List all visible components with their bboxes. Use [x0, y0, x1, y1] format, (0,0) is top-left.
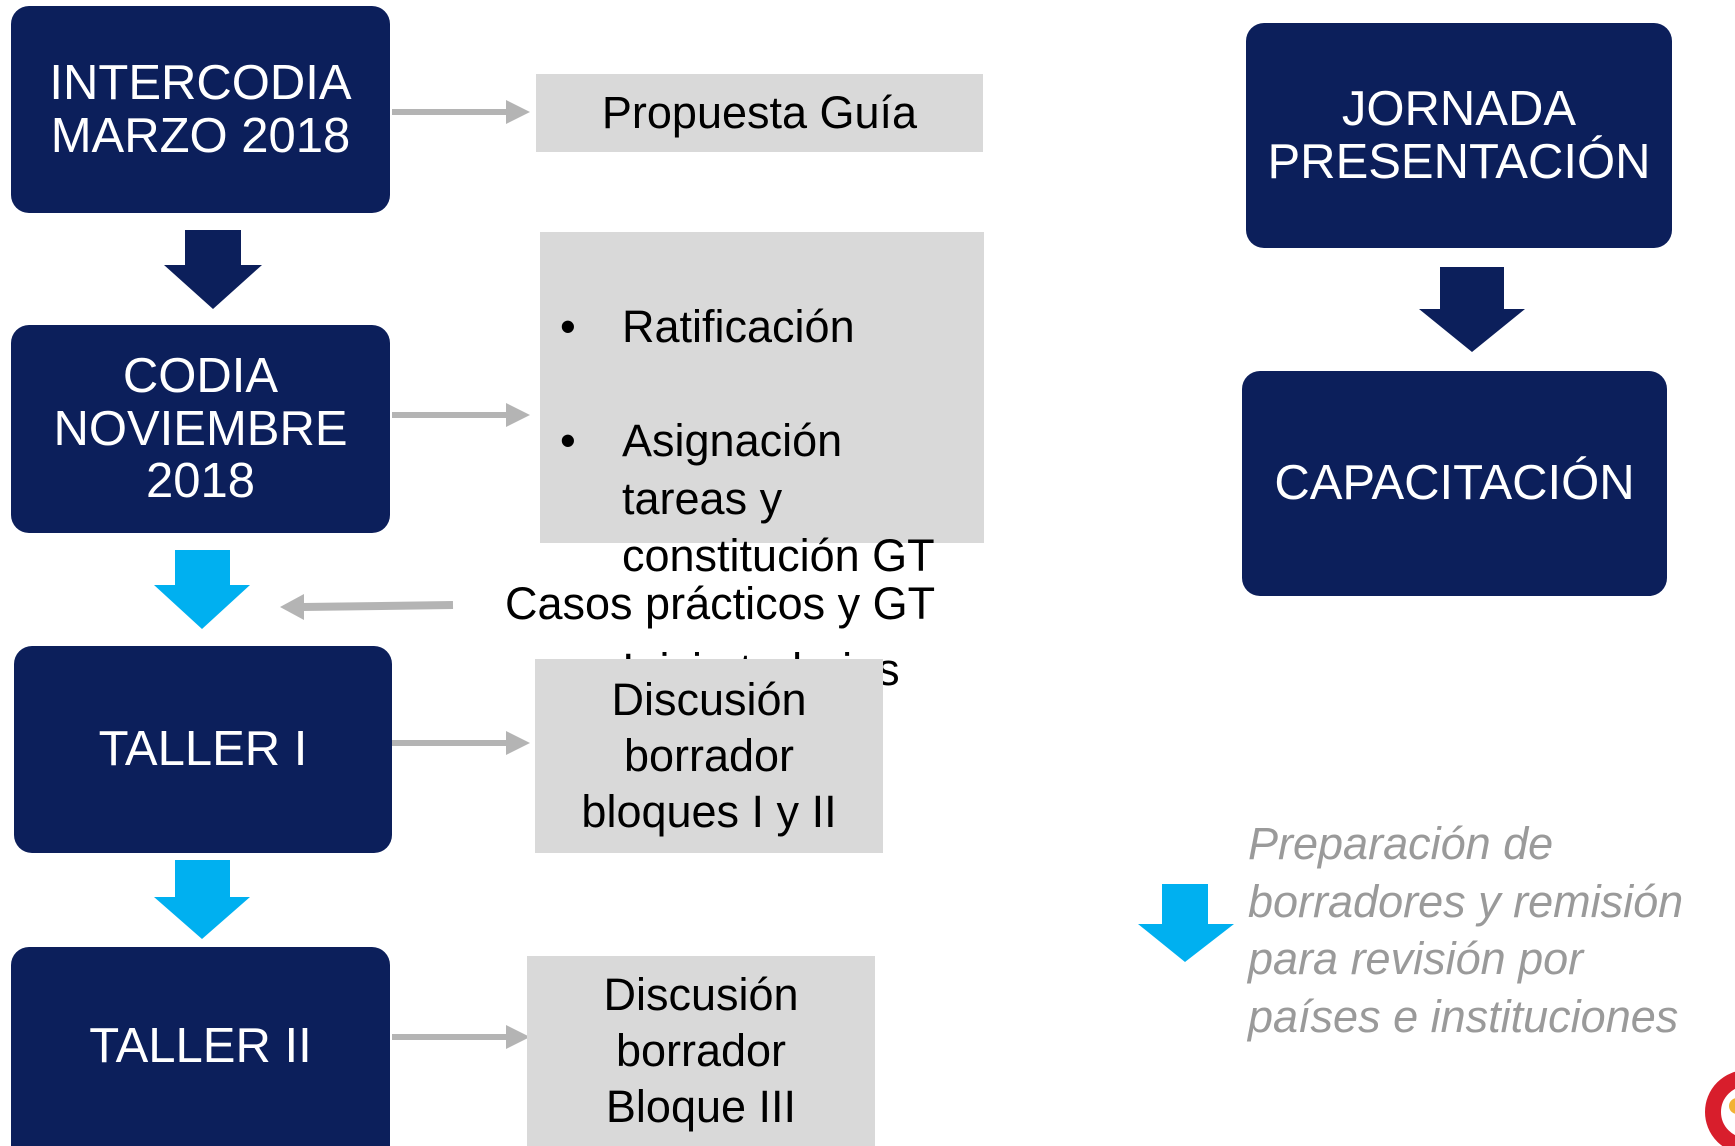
- down-arrow-cyan-2: [154, 860, 250, 939]
- box-taller-ii: TALLER II: [11, 947, 390, 1146]
- box-taller-i: TALLER I: [14, 646, 392, 853]
- bullet-mark: •: [560, 301, 576, 353]
- task-label: Asignación tareas y constitución GT: [622, 415, 935, 582]
- feedback-label: Casos prácticos y GT: [505, 578, 936, 629]
- note-discusion-bloques-i-ii: Discusión borrador bloques I y II: [535, 659, 883, 853]
- task-item: • Asignación tareas y constitución GT: [540, 412, 935, 585]
- box-jornada-presentacion: JORNADA PRESENTACIÓN: [1246, 23, 1672, 248]
- down-arrow-navy-1: [164, 230, 262, 309]
- box-codia-noviembre-2018: CODIA NOVIEMBRE 2018: [11, 325, 390, 533]
- left-connector-feedback: [280, 594, 454, 620]
- down-arrow-cyan-1: [154, 550, 250, 629]
- box-intercodia-marzo-2018: INTERCODIA MARZO 2018: [11, 6, 390, 213]
- note-codia-tasks: • Ratificación • Asignación tareas y const…: [540, 232, 984, 695]
- right-connector-1: [392, 100, 530, 124]
- right-connector-3: [392, 731, 530, 755]
- down-arrow-cyan-3: [1138, 884, 1234, 962]
- task-label: Ratificación: [622, 301, 855, 353]
- annotation-preparacion-borradores: Preparación de borradores y remisión par…: [1248, 818, 1684, 1042]
- down-arrow-navy-2: [1419, 267, 1525, 352]
- task-item: • Ratificación: [540, 298, 935, 356]
- right-connector-4: [392, 1025, 530, 1049]
- codia-logo-icon: [1705, 1071, 1735, 1146]
- bullet-mark: •: [560, 415, 576, 467]
- right-connector-2: [392, 403, 530, 427]
- note-discusion-bloque-iii: Discusión borrador Bloque III: [527, 956, 875, 1146]
- note-propuesta-guia: Propuesta Guía: [536, 74, 983, 152]
- box-capacitacion: CAPACITACIÓN: [1242, 371, 1667, 596]
